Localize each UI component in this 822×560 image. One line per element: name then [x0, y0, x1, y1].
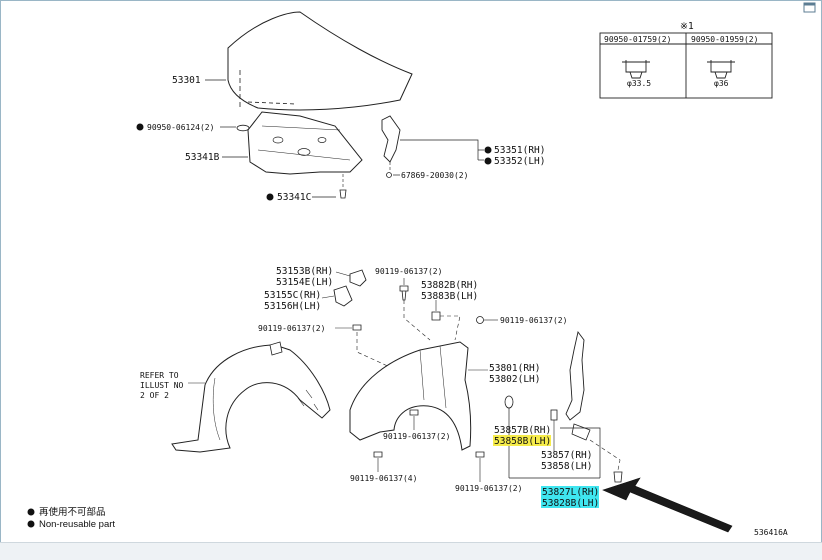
seal-rh-label: 53857(RH) [541, 450, 592, 461]
fender-liner[interactable] [171, 344, 331, 453]
bracket-a-lh-label: 53154E(LH) [276, 277, 333, 288]
hood-label: 53301 [172, 75, 201, 86]
callout-arrow [602, 477, 733, 533]
inset-mark: ※1 [680, 21, 694, 32]
fender-inner-liner[interactable] [565, 330, 585, 421]
fender-rh-label: 53801(RH) [489, 363, 540, 374]
hood-hinge[interactable] [381, 115, 401, 163]
hood-insulator[interactable] [247, 111, 363, 175]
refer-text-2: ILLUST NO [140, 381, 184, 390]
clip-icon-2 [707, 60, 735, 79]
fender-seal[interactable] [550, 409, 558, 421]
fender-bracket-lh-label: 53883B(LH) [421, 291, 478, 302]
inset-col1-dim: φ33.5 [627, 79, 651, 88]
seal-b-rh-label: 53857B(RH) [494, 425, 551, 436]
refer-text-1: REFER TO [140, 371, 179, 380]
fender-screw-mid[interactable] [409, 409, 419, 416]
liner-rh-label: 53827L(RH) [542, 487, 599, 498]
hinge-bolt-label: 67869-20030(2) [401, 171, 468, 180]
screw-right-label: 90119-06137(2) [500, 316, 567, 325]
fender-mount-bracket[interactable] [431, 311, 441, 321]
inset-col1-header: 90950-01759(2) [604, 35, 671, 44]
insulator-label: 53341B [185, 152, 220, 163]
hinge-lh-label: 53352(LH) [494, 156, 545, 167]
refer-text-3: 2 OF 2 [140, 391, 169, 400]
bracket-b-rh-label: 53155C(RH) [264, 290, 321, 301]
fender-lh-label: 53802(LH) [489, 374, 540, 385]
non-reusable-marker [136, 123, 144, 131]
fender-bracket-a[interactable] [349, 269, 367, 287]
horizontal-scrollbar[interactable] [0, 542, 822, 560]
insulator-clip-label: 53341C [277, 192, 311, 203]
legend-line2: Non-reusable part [39, 519, 115, 530]
hood-clip[interactable] [236, 124, 250, 132]
inset-col2-header: 90950-01959(2) [691, 35, 758, 44]
inset-table: ※1 90950-01759(2) 90950-01959(2) φ33.5 φ… [599, 21, 773, 99]
fender-screw-right[interactable] [476, 316, 484, 324]
parts-diagram: 53301 90950-06124(2) 53341B 53341C 67869… [27, 11, 788, 537]
hinge-bolt[interactable] [386, 172, 392, 178]
screw-bottom-right-label: 90119-06137(2) [455, 484, 522, 493]
inset-col2-dim: φ36 [714, 79, 729, 88]
hood-panel[interactable] [227, 11, 413, 111]
fender-seal-b[interactable] [504, 395, 514, 409]
screw-top-label: 90119-06137(2) [375, 267, 442, 276]
screw-mid-label: 90119-06137(2) [383, 432, 450, 441]
clip-icon-1 [622, 60, 650, 79]
fender-screw-bottom-right[interactable] [475, 451, 485, 458]
liner-lh-highlight [541, 497, 599, 508]
fender-bracket-rh-label: 53882B(RH) [421, 280, 478, 291]
front-fender[interactable] [349, 341, 472, 451]
fender-screw-left[interactable] [352, 324, 362, 331]
maximize-icon[interactable] [801, 1, 819, 15]
seal-b-lh-label: 53858B(LH) [494, 436, 551, 447]
illustration-id: 536416A [754, 528, 788, 537]
hinge-rh-label: 53351(RH) [494, 145, 545, 156]
seal-lh-label: 53858(LH) [541, 461, 592, 472]
seal-b-lh-highlight [493, 435, 551, 446]
hood-clip-label: 90950-06124(2) [147, 123, 214, 132]
screw-left-label: 90119-06137(2) [258, 324, 325, 333]
fender-screw-top[interactable] [399, 285, 409, 292]
screw-bottom-label: 90119-06137(4) [350, 474, 417, 483]
fender-screw-bottom[interactable] [373, 451, 383, 458]
legend-line1: 再使用不可部品 [39, 506, 106, 518]
liner-rh-highlight [541, 486, 599, 497]
bracket-b-lh-label: 53156H(LH) [264, 301, 321, 312]
insulator-clip[interactable] [339, 189, 347, 199]
fender-bracket-b[interactable] [333, 285, 353, 307]
liner-lh-label: 53828B(LH) [542, 498, 599, 509]
bracket-a-rh-label: 53153B(RH) [276, 266, 333, 277]
